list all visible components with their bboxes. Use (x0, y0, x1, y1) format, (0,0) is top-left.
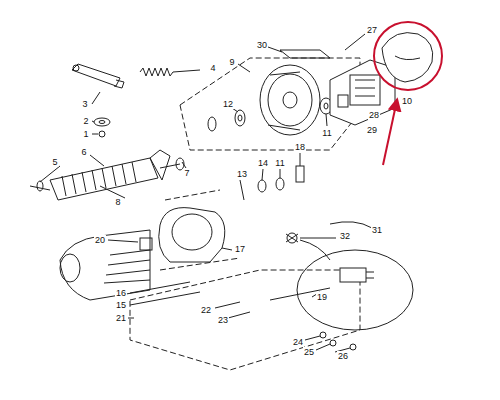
callout-number: 30 (256, 40, 268, 50)
callout-number: 12 (222, 99, 234, 109)
callout-number: 11 (274, 158, 285, 168)
callout-number: 2 (82, 116, 89, 126)
callout-number: 26 (337, 351, 349, 361)
callout-number: 11 (321, 128, 332, 138)
callout-number: 24 (292, 337, 304, 347)
callout-number: 3 (81, 99, 88, 109)
callout-number: 32 (339, 231, 351, 241)
callout-number: 16 (115, 288, 127, 298)
callout-number: 10 (401, 96, 413, 106)
callout-number: 4 (209, 63, 216, 73)
callout-number: 17 (234, 244, 246, 254)
callout-number: 28 (368, 110, 380, 120)
callout-number: 18 (294, 142, 306, 152)
callout-number: 20 (94, 235, 106, 245)
callout-number: 6 (80, 147, 87, 157)
callout-number: 5 (51, 157, 58, 167)
callout-number: 13 (236, 169, 248, 179)
callout-number: 14 (257, 158, 269, 168)
callout-number: 22 (200, 305, 212, 315)
callout-number: 1 (82, 129, 89, 139)
callout-number: 19 (316, 292, 328, 302)
callout-number: 7 (183, 168, 190, 178)
callout-number: 29 (366, 125, 378, 135)
callout-number: 25 (303, 347, 315, 357)
callout-number: 21 (115, 313, 127, 323)
callout-number: 9 (228, 57, 235, 67)
callout-number: 8 (114, 197, 121, 207)
callout-number: 31 (371, 225, 383, 235)
callout-number: 27 (366, 25, 378, 35)
callout-number: 15 (115, 300, 127, 310)
callout-number: 23 (217, 315, 229, 325)
